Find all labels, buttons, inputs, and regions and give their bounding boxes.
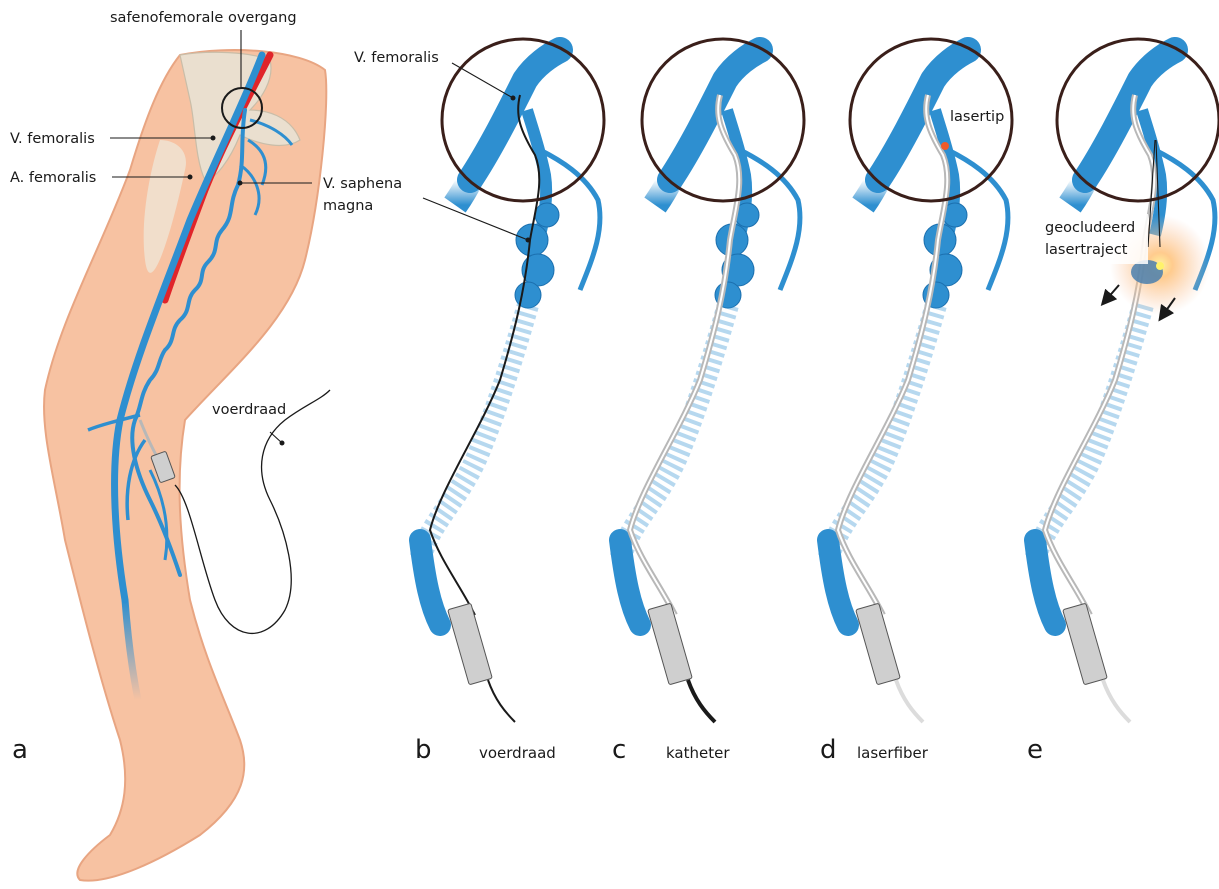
vein-panels (420, 39, 1219, 722)
label-v-femoralis-b: V. femoralis (354, 50, 439, 66)
panel-letter-d: d (820, 735, 837, 765)
panel-letter-c: c (612, 735, 626, 765)
catheter-hub (1063, 603, 1108, 685)
panel-caption-c: katheter (666, 744, 730, 762)
label-a-femoralis: A. femoralis (10, 170, 96, 186)
label-v-femoralis-a: V. femoralis (10, 131, 95, 147)
label-v-saphena-1: V. saphena (323, 176, 402, 192)
panel-letter-e: e (1027, 735, 1043, 765)
catheter-hub (448, 603, 493, 685)
device-tail (896, 680, 923, 722)
device-tail (688, 680, 715, 722)
laser-spot (1156, 262, 1164, 270)
panel-caption-d: laserfiber (857, 744, 929, 762)
label-v-saphena-2: magna (323, 198, 373, 214)
vein-panel-e (1035, 39, 1219, 722)
vein-panel-d (828, 39, 1012, 722)
label-voerdraad-a: voerdraad (212, 402, 286, 418)
catheter-hub (856, 603, 901, 685)
lasertip-marker (941, 142, 949, 150)
withdraw-arrow-icon (1106, 285, 1119, 300)
panel-letter-b: b (415, 735, 432, 765)
varicose-bulge (535, 203, 559, 227)
panel-letter-a: a (12, 735, 28, 765)
label-geoccludeerd-1: geocludeerd (1045, 220, 1135, 236)
vein-panel-b (420, 39, 604, 722)
label-geoccludeerd-2: lasertraject (1045, 242, 1128, 258)
catheter-hub (648, 603, 693, 685)
device-tail (1103, 680, 1130, 722)
panel-caption-b: voerdraad (479, 744, 556, 762)
label-lasertip: lasertip (950, 109, 1004, 125)
label-safenofemorale: safenofemorale overgang (110, 10, 297, 26)
device-tail (488, 680, 515, 722)
saphenous-distal (420, 540, 440, 625)
vein-panel-c (620, 39, 804, 722)
